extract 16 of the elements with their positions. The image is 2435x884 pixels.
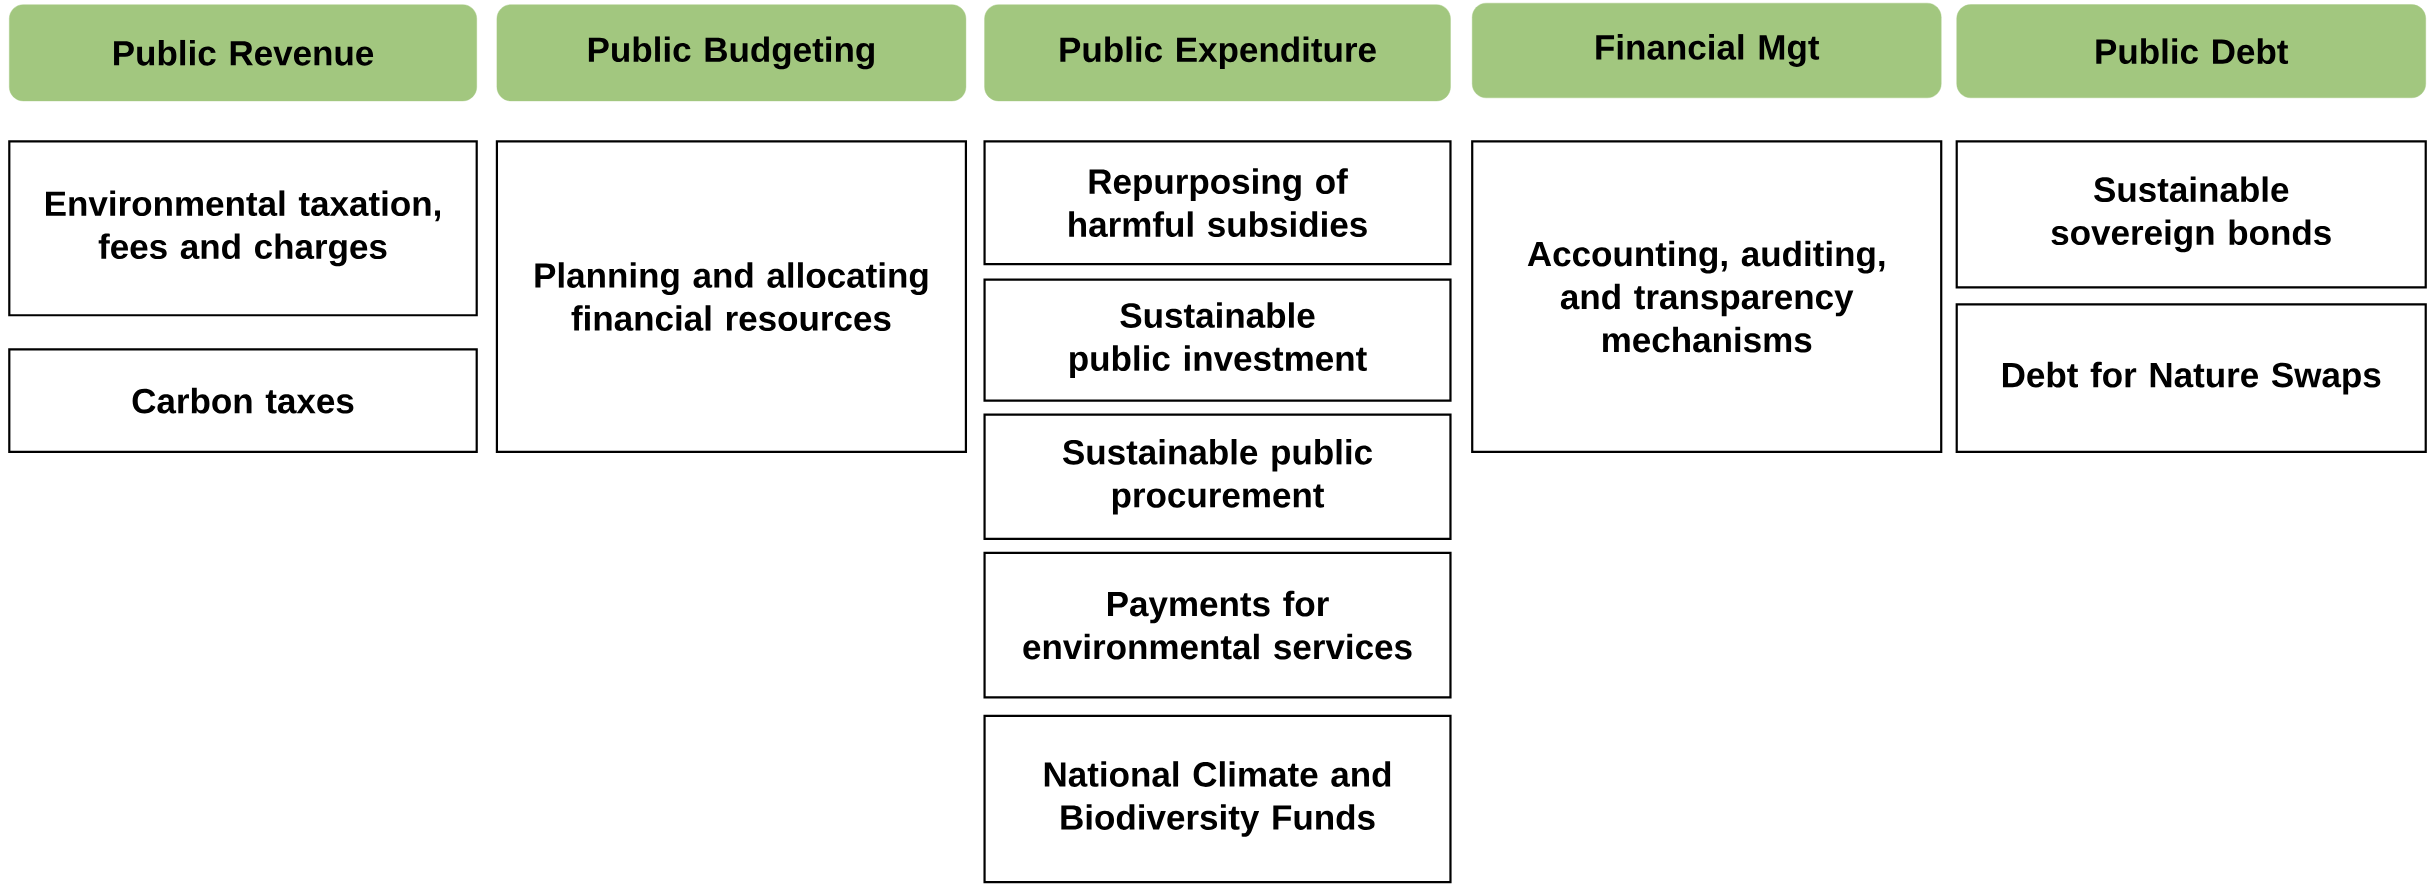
- category-header: Public Budgeting: [496, 4, 967, 102]
- item-box: Planning and allocating financial resources: [495, 140, 967, 453]
- item-box: Payments for environmental services: [983, 551, 1452, 699]
- item-box: Accounting, auditing, and transparency mechanisms: [1471, 140, 1943, 453]
- item-box: Carbon taxes: [8, 348, 478, 454]
- category-header: Public Debt: [1956, 4, 2426, 98]
- item-box: Sustainable sovereign bonds: [1955, 140, 2427, 289]
- item-box: National Climate and Biodiversity Funds: [983, 714, 1452, 884]
- item-box: Repurposing of harmful subsidies: [983, 140, 1452, 266]
- item-box: Sustainable public investment: [983, 278, 1452, 402]
- item-box: Debt for Nature Swaps: [1955, 303, 2427, 453]
- category-header: Public Expenditure: [984, 4, 1451, 102]
- category-header: Financial Mgt: [1472, 2, 1942, 99]
- item-box: Sustainable public procurement: [983, 413, 1452, 540]
- item-box: Environmental taxation, fees and charges: [8, 140, 478, 317]
- category-header: Public Revenue: [9, 4, 477, 102]
